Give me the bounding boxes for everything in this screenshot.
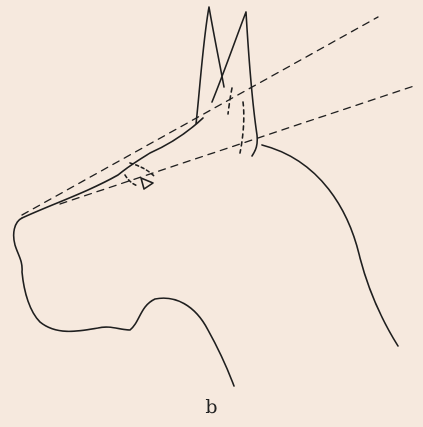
head-profile-line (22, 118, 203, 218)
figure-caption: b (0, 398, 423, 417)
back-ear-outline (212, 12, 257, 156)
ear-base-dashes (228, 88, 232, 114)
lower-guide-dashed-line (60, 86, 414, 204)
ear-fold-dashes (240, 102, 244, 153)
front-ear-outline (196, 7, 224, 124)
eye-icon (141, 178, 153, 189)
neck-back-line (262, 145, 398, 346)
stop-dashes (125, 175, 138, 186)
muzzle-outline (14, 218, 234, 386)
